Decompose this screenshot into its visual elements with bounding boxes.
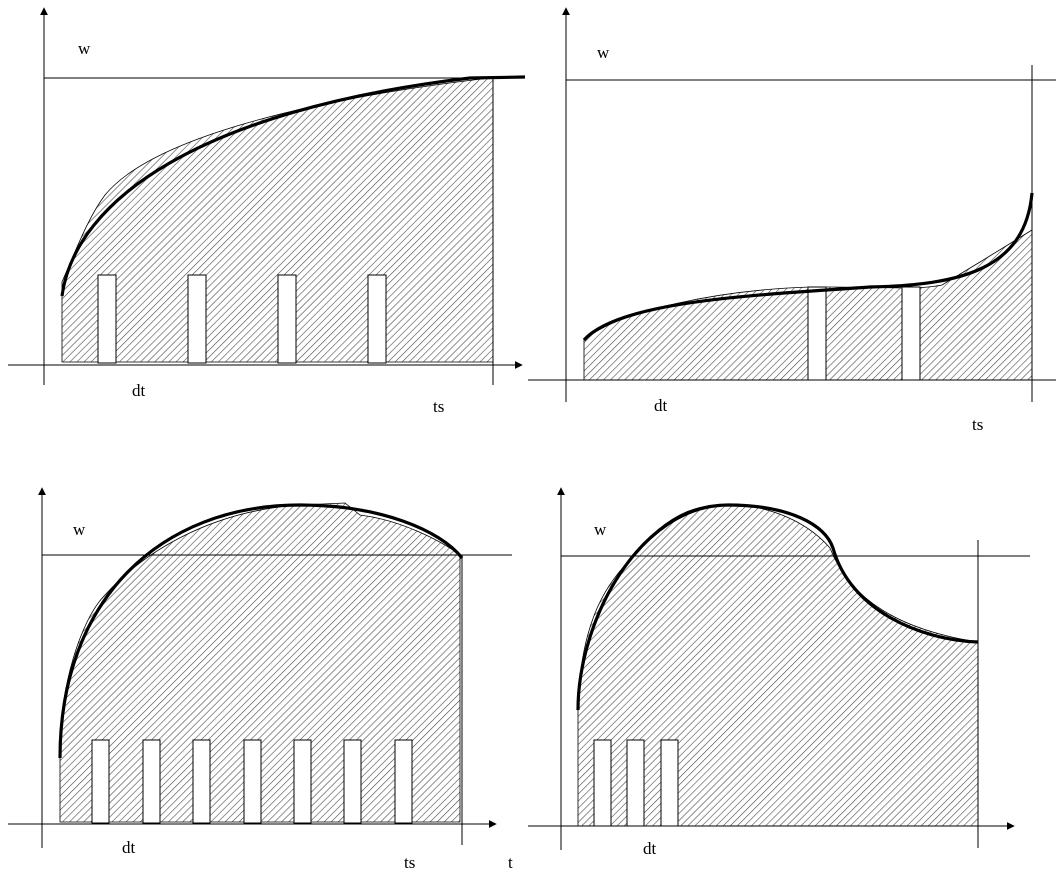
panel-top-right: w dt ts: [528, 7, 1056, 434]
gap-bar: [97, 274, 117, 364]
gap-bar: [367, 274, 387, 364]
dt-label: dt: [122, 838, 136, 857]
gap-bar: [807, 286, 827, 381]
curve: [582, 192, 1034, 342]
gap-bar: [293, 739, 312, 824]
w-label: w: [594, 520, 607, 539]
ts-label: ts: [404, 853, 415, 872]
w-label: w: [597, 43, 610, 62]
gap-bars: [593, 739, 679, 827]
curve: [58, 503, 464, 759]
gap-bar: [901, 286, 921, 381]
ts-label: ts: [972, 415, 983, 434]
w-label: w: [73, 520, 86, 539]
gap-bar: [187, 274, 207, 364]
panel-bottom-left: w dt ts t: [8, 487, 513, 872]
gap-bars: [91, 739, 413, 824]
gap-bars: [97, 274, 387, 364]
ts-label: ts: [433, 397, 444, 416]
gap-bar: [243, 739, 262, 824]
gap-bars: [807, 286, 921, 381]
panel-top-left: w dt ts: [8, 7, 526, 416]
w-label: w: [78, 39, 91, 58]
curve: [576, 503, 979, 711]
dt-label: dt: [643, 839, 657, 858]
panel-bottom-right: w dt: [528, 487, 1030, 858]
curve: [60, 75, 526, 297]
gap-bar: [277, 274, 297, 364]
gap-bar: [343, 739, 362, 824]
gap-bar: [192, 739, 211, 824]
t-label: t: [508, 853, 513, 872]
gap-bar: [660, 739, 679, 827]
dt-label: dt: [132, 381, 146, 400]
gap-bar: [394, 739, 413, 824]
gap-bar: [142, 739, 161, 824]
gap-bar: [593, 739, 612, 827]
gap-bar: [91, 739, 110, 824]
dt-label: dt: [654, 396, 668, 415]
gap-bar: [626, 739, 645, 827]
